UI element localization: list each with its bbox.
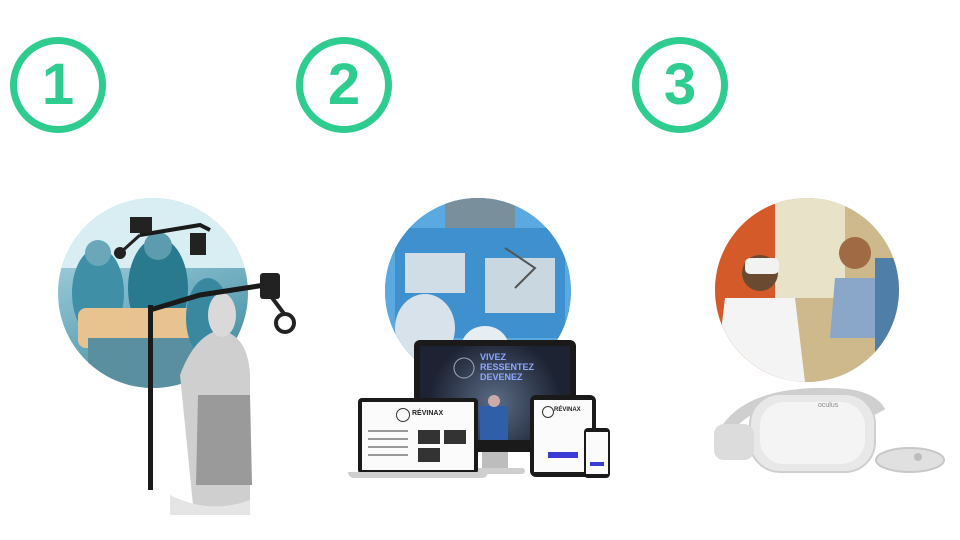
step-2-number: 2 bbox=[327, 52, 361, 117]
headline-ressentez: RESSENTEZ bbox=[480, 362, 535, 372]
vr-users-graphic bbox=[715, 198, 899, 382]
step-1-badge: 1 bbox=[10, 37, 106, 133]
laptop-base bbox=[348, 472, 488, 478]
tablet-logo-circle bbox=[542, 406, 554, 418]
monitor-base bbox=[465, 468, 525, 474]
step-1-number: 1 bbox=[41, 52, 75, 117]
vr-users-photo bbox=[715, 198, 899, 382]
monitor-scene-graphic bbox=[453, 357, 508, 440]
headline-vivez: VIVEZ bbox=[480, 352, 507, 362]
camera-rig-graphic bbox=[114, 217, 296, 515]
phone-button bbox=[590, 462, 604, 466]
laptop-screen: RÉVINAX bbox=[362, 402, 474, 470]
laptop-logo-circle bbox=[396, 408, 410, 422]
step-3-badge: 3 bbox=[632, 37, 728, 133]
step-2-badge: 2 bbox=[296, 37, 392, 133]
phone-screen bbox=[586, 432, 608, 474]
tablet-screen: RÉVINAX bbox=[534, 400, 592, 472]
laptop: RÉVINAX bbox=[358, 398, 478, 474]
phone bbox=[584, 428, 610, 478]
oculus-brand-label: oculus bbox=[818, 402, 839, 409]
step-3-number: 3 bbox=[663, 52, 697, 117]
laptop-content-graphic bbox=[368, 430, 466, 462]
tablet-brand: RÉVINAX bbox=[554, 407, 581, 413]
headline-devenez: DEVENEZ bbox=[480, 372, 523, 382]
monitor-stand bbox=[482, 452, 508, 470]
laptop-brand: RÉVINAX bbox=[412, 410, 444, 417]
oculus-headset-graphic bbox=[714, 387, 945, 473]
tablet-button bbox=[548, 452, 578, 458]
